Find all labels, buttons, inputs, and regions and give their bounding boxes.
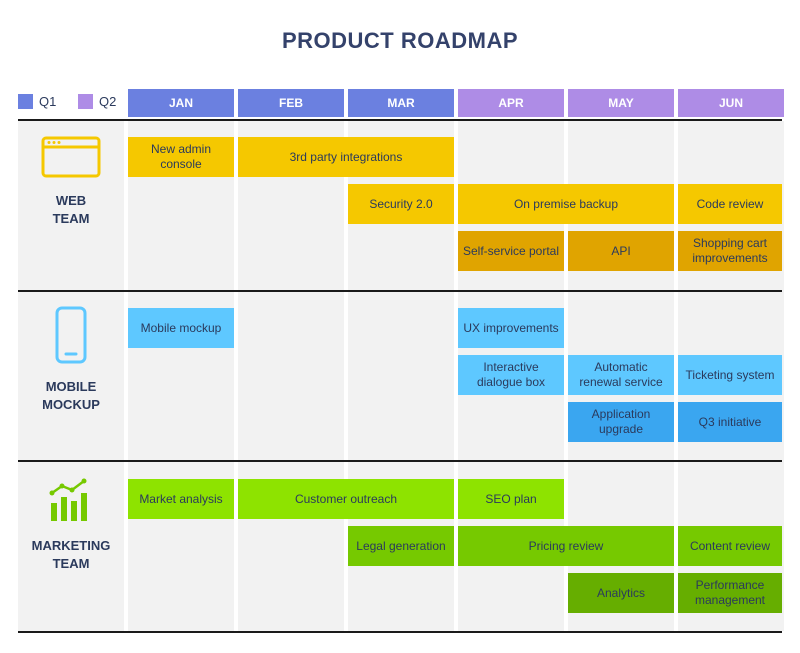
team-column-background xyxy=(18,121,124,631)
task-security[interactable]: Security 2.0 xyxy=(348,184,454,224)
task-content-review[interactable]: Content review xyxy=(678,526,782,566)
growth-chart-icon xyxy=(48,477,94,528)
legend-q2-swatch xyxy=(78,94,93,109)
month-header-may: MAY xyxy=(568,89,674,117)
column-jan xyxy=(128,121,234,631)
month-header-jan: JAN xyxy=(128,89,234,117)
row-divider xyxy=(18,631,782,633)
month-header-mar: MAR xyxy=(348,89,454,117)
browser-window-icon xyxy=(41,136,101,183)
team-label-web: WEB TEAM xyxy=(18,192,124,228)
team-label-line: WEB xyxy=(55,193,87,208)
task-seo-plan[interactable]: SEO plan xyxy=(458,479,564,519)
row-divider xyxy=(18,290,782,292)
task-shopping-cart[interactable]: Shopping cart improvements xyxy=(678,231,782,271)
task-customer-outreach[interactable]: Customer outreach xyxy=(238,479,454,519)
task-code-review[interactable]: Code review xyxy=(678,184,782,224)
task-legal-generation[interactable]: Legal generation xyxy=(348,526,454,566)
task-ticketing-system[interactable]: Ticketing system xyxy=(678,355,782,395)
task-ux-improvements[interactable]: UX improvements xyxy=(458,308,564,348)
task-api[interactable]: API xyxy=(568,231,674,271)
team-label-line: TEAM xyxy=(52,556,90,571)
task-market-analysis[interactable]: Market analysis xyxy=(128,479,234,519)
column-feb xyxy=(238,121,344,631)
task-analytics[interactable]: Analytics xyxy=(568,573,674,613)
task-performance-management[interactable]: Performance management xyxy=(678,573,782,613)
task-3rd-party-integrations[interactable]: 3rd party integrations xyxy=(238,137,454,177)
legend-q1-label: Q1 xyxy=(39,94,57,109)
task-interactive-dialogue-box[interactable]: Interactive dialogue box xyxy=(458,355,564,395)
team-label-line: MOCKUP xyxy=(42,397,100,412)
team-label-line: MARKETING xyxy=(31,538,111,553)
team-label-mobile: MOBILE MOCKUP xyxy=(18,378,124,414)
team-label-line: MOBILE xyxy=(45,379,97,394)
legend-q2-label: Q2 xyxy=(99,94,117,109)
task-mobile-mockup[interactable]: Mobile mockup xyxy=(128,308,234,348)
team-label-marketing: MARKETING TEAM xyxy=(18,537,124,573)
legend-q1-swatch xyxy=(18,94,33,109)
smartphone-icon xyxy=(55,306,87,369)
task-on-premise-backup[interactable]: On premise backup xyxy=(458,184,674,224)
task-self-service-portal[interactable]: Self-service portal xyxy=(458,231,564,271)
team-label-line: TEAM xyxy=(52,211,90,226)
task-q3-initiative[interactable]: Q3 initiative xyxy=(678,402,782,442)
row-divider xyxy=(18,119,782,121)
task-new-admin-console[interactable]: New admin console xyxy=(128,137,234,177)
month-header-apr: APR xyxy=(458,89,564,117)
task-automatic-renewal[interactable]: Automatic renewal service xyxy=(568,355,674,395)
task-pricing-review[interactable]: Pricing review xyxy=(458,526,674,566)
month-header-jun: JUN xyxy=(678,89,784,117)
page-title: PRODUCT ROADMAP xyxy=(281,28,519,53)
month-header-feb: FEB xyxy=(238,89,344,117)
row-divider xyxy=(18,460,782,462)
task-application-upgrade[interactable]: Application upgrade xyxy=(568,402,674,442)
